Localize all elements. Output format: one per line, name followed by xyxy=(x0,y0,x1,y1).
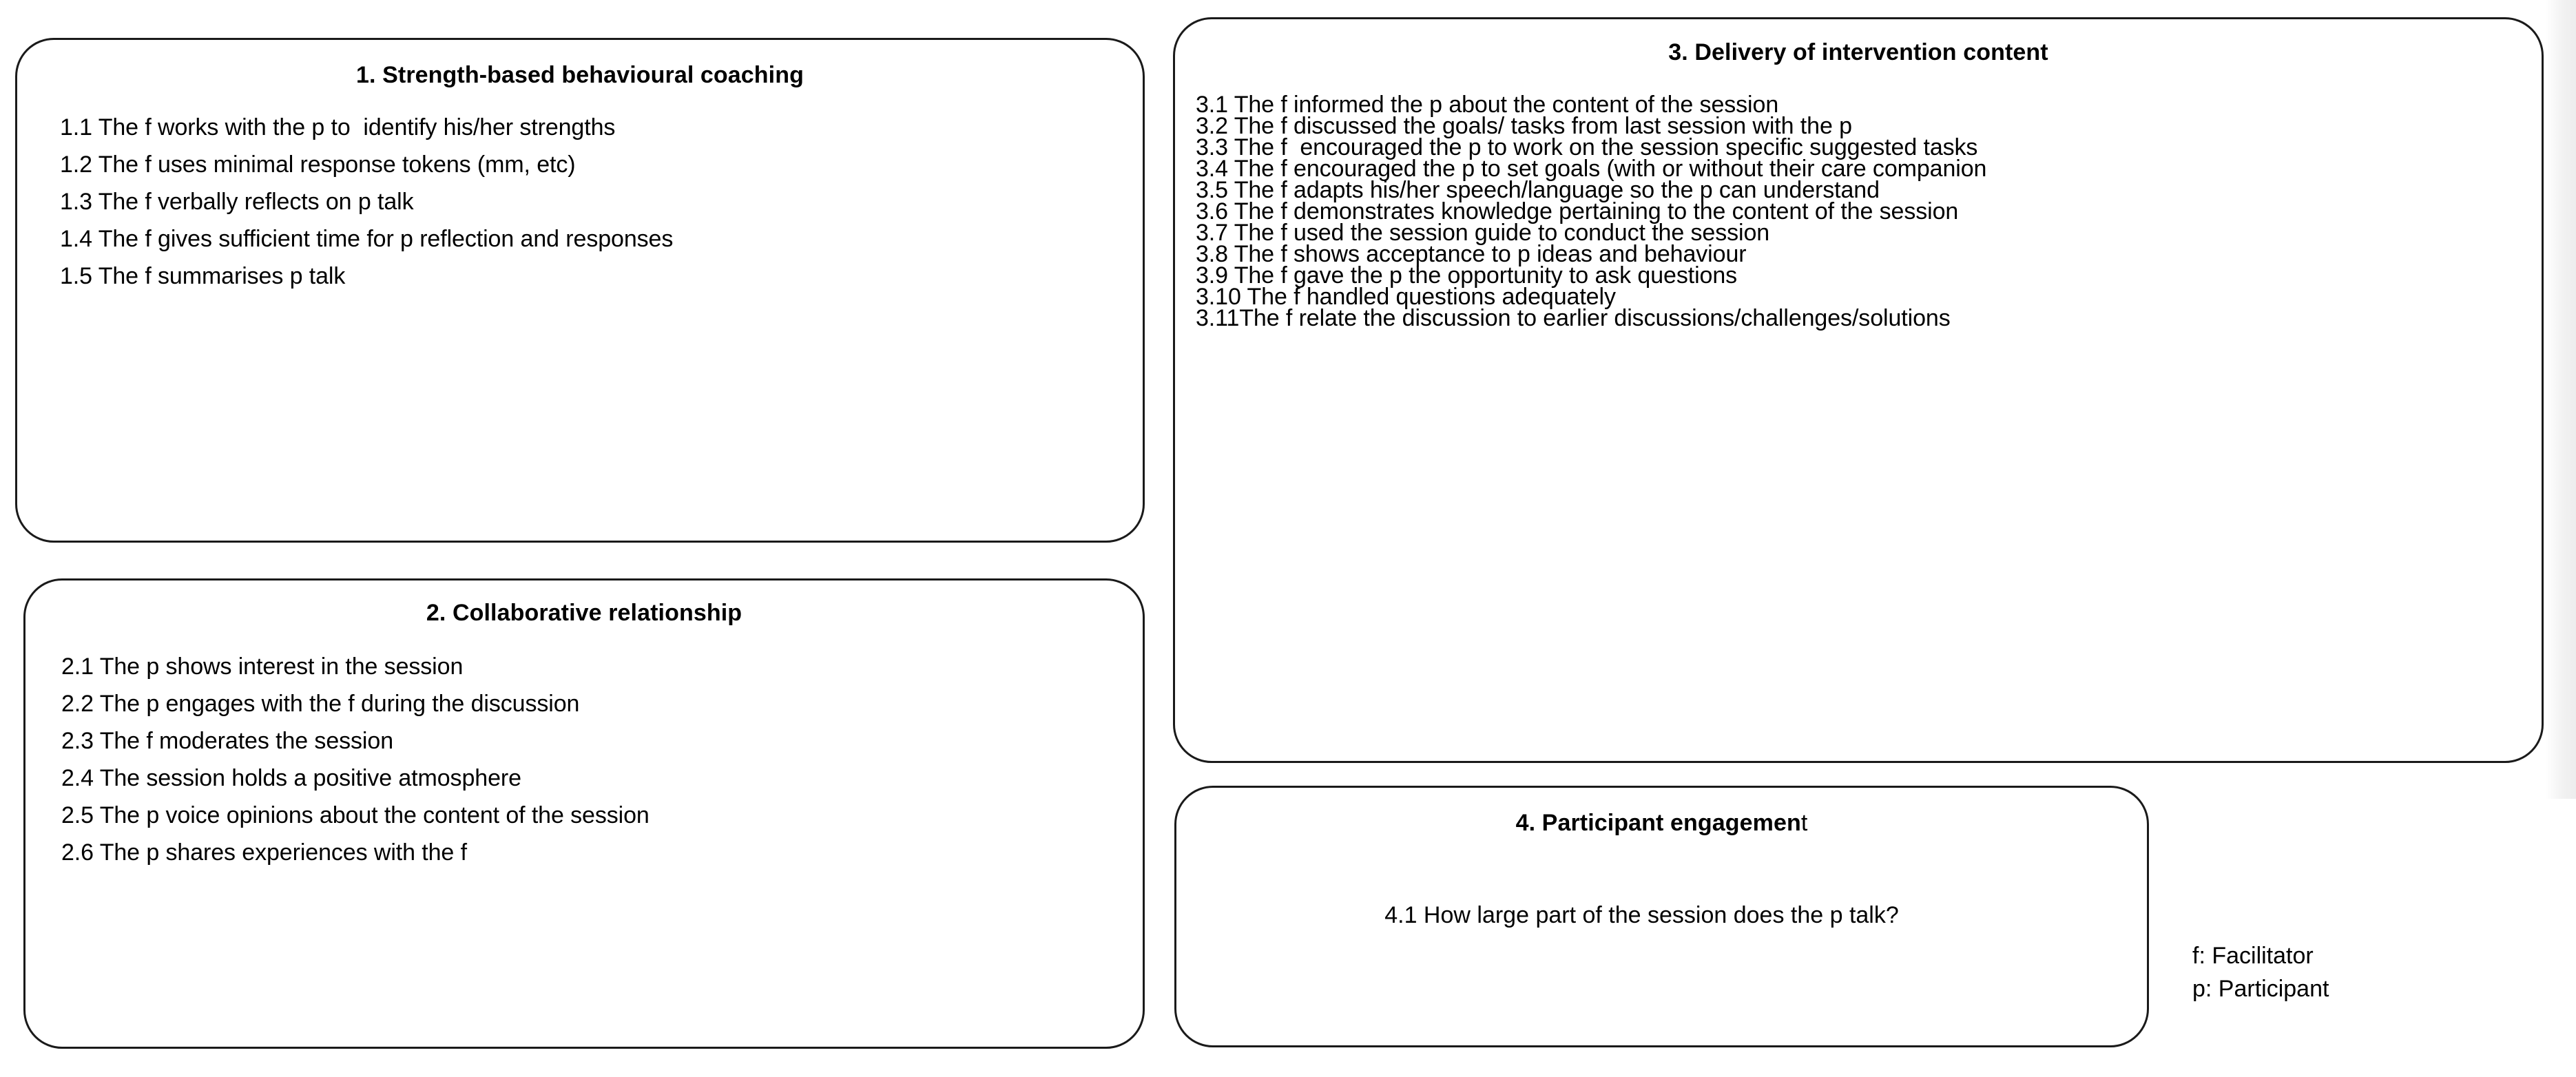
list-item: 3.4 The f encouraged the p to set goals … xyxy=(1196,156,1987,182)
list-item: 3.5 The f adapts his/her speech/language… xyxy=(1196,177,1880,204)
list-item: 3.6 The f demonstrates knowledge pertain… xyxy=(1196,198,1959,225)
panel-strength-based-behavioural-coaching: 1. Strength-based behavioural coaching 1… xyxy=(15,38,1145,543)
list-item: 4.1 How large part of the session does t… xyxy=(1384,902,1899,929)
panel-4-title-tail: t xyxy=(1800,810,1808,836)
legend: f: Facilitator p: Participant xyxy=(2192,939,2329,1005)
list-item: 3.8 The f shows acceptance to p ideas an… xyxy=(1196,241,1747,268)
list-item: 3.2 The f discussed the goals/ tasks fro… xyxy=(1196,113,1852,140)
list-item: 3.10 The f handled questions adequately xyxy=(1196,284,1616,311)
list-item: 1.1 The f works with the p to identify h… xyxy=(60,114,616,141)
list-item: 1.2 The f uses minimal response tokens (… xyxy=(60,151,576,178)
panel-participant-engagement: 4. Participant engagement 4.1 How large … xyxy=(1174,786,2149,1047)
list-item: 3.7 The f used the session guide to cond… xyxy=(1196,220,1770,247)
panel-1-title: 1. Strength-based behavioural coaching xyxy=(356,62,804,88)
list-item: 1.3 The f verbally reflects on p talk xyxy=(60,189,414,216)
list-item: 2.5 The p voice opinions about the conte… xyxy=(61,802,650,829)
list-item: 1.5 The f summarises p talk xyxy=(60,263,346,290)
list-item: 2.6 The p shares experiences with the f xyxy=(61,839,467,866)
list-item: 3.11The f relate the discussion to earli… xyxy=(1196,305,1951,332)
panel-4-title-main: 4. Participant engagemen xyxy=(1515,810,1801,836)
list-item: 3.1 The f informed the p about the conte… xyxy=(1196,92,1779,118)
panel-1-item-list: 1.1 The f works with the p to identify h… xyxy=(17,116,1143,288)
panel-2-title: 2. Collaborative relationship xyxy=(426,600,742,626)
panel-collaborative-relationship: 2. Collaborative relationship 2.1 The p … xyxy=(23,578,1145,1049)
list-item: 2.1 The p shows interest in the session xyxy=(61,653,464,680)
panel-2-item-list: 2.1 The p shows interest in the session … xyxy=(25,655,1143,864)
list-item: 3.3 The f encouraged the p to work on th… xyxy=(1196,134,1978,161)
list-item: 2.3 The f moderates the session xyxy=(61,728,393,755)
list-item: 3.9 The f gave the p the opportunity to … xyxy=(1196,262,1738,289)
panel-3-item-list: 3.1 The f informed the p about the conte… xyxy=(1175,92,2542,332)
page-right-edge-strip xyxy=(2546,0,2576,799)
list-item: 1.4 The f gives sufficient time for p re… xyxy=(60,226,674,253)
panel-4-title: 4. Participant engagement xyxy=(1176,810,2147,836)
panel-delivery-of-intervention-content: 3. Delivery of intervention content 3.1 … xyxy=(1173,17,2544,763)
legend-facilitator: f: Facilitator xyxy=(2192,943,2314,969)
list-item: 2.2 The p engages with the f during the … xyxy=(61,691,580,718)
list-item: 2.4 The session holds a positive atmosph… xyxy=(61,765,521,792)
panel-3-title: 3. Delivery of intervention content xyxy=(1668,39,2048,65)
legend-participant: p: Participant xyxy=(2192,976,2329,1002)
